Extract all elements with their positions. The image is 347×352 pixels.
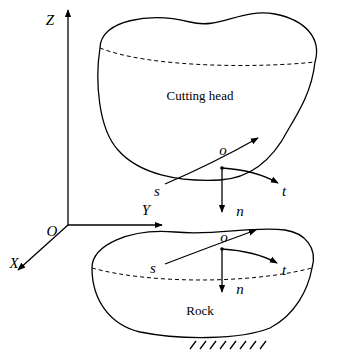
y-axis	[68, 224, 162, 225]
z-axis	[67, 10, 68, 225]
frame-label: n	[236, 204, 244, 219]
cutting-head-body: Cutting head	[92, 6, 326, 188]
hatch-stroke	[230, 341, 236, 349]
n-direction	[221, 168, 222, 212]
t-direction	[222, 168, 278, 183]
ground-hatching	[190, 341, 266, 349]
axis-label: Y	[142, 203, 150, 218]
frame-label: s	[154, 184, 160, 199]
n-direction	[221, 249, 222, 292]
hatch-stroke	[240, 341, 246, 349]
s-direction	[165, 230, 256, 264]
contact-point	[220, 247, 224, 251]
t-direction	[222, 249, 277, 263]
frame-label: t	[282, 263, 286, 278]
hatch-stroke	[210, 341, 216, 349]
body-label: Cutting head	[167, 89, 234, 102]
outline	[92, 229, 313, 338]
body-outline	[88, 224, 320, 342]
frame-label: t	[282, 184, 286, 199]
axis-label: Z	[46, 13, 54, 28]
frame-label: o	[220, 230, 228, 245]
frame-label: s	[150, 261, 156, 276]
hatch-stroke	[190, 341, 196, 349]
axis-label: X	[9, 256, 18, 271]
hatch-stroke	[220, 341, 226, 349]
rock-body: Rock	[88, 224, 320, 342]
hatch-stroke	[250, 341, 256, 349]
origin-label: O	[47, 224, 58, 239]
frame-label: o	[219, 143, 227, 158]
hidden-edge	[100, 48, 315, 65]
contact-point	[220, 166, 224, 170]
hatch-stroke	[200, 341, 206, 349]
body-label: Rock	[186, 304, 213, 317]
frame-label: n	[236, 282, 244, 297]
hidden-edge	[92, 268, 312, 280]
outline	[98, 13, 317, 180]
s-direction	[165, 138, 258, 184]
x-axis	[18, 225, 68, 270]
hatch-stroke	[260, 341, 266, 349]
